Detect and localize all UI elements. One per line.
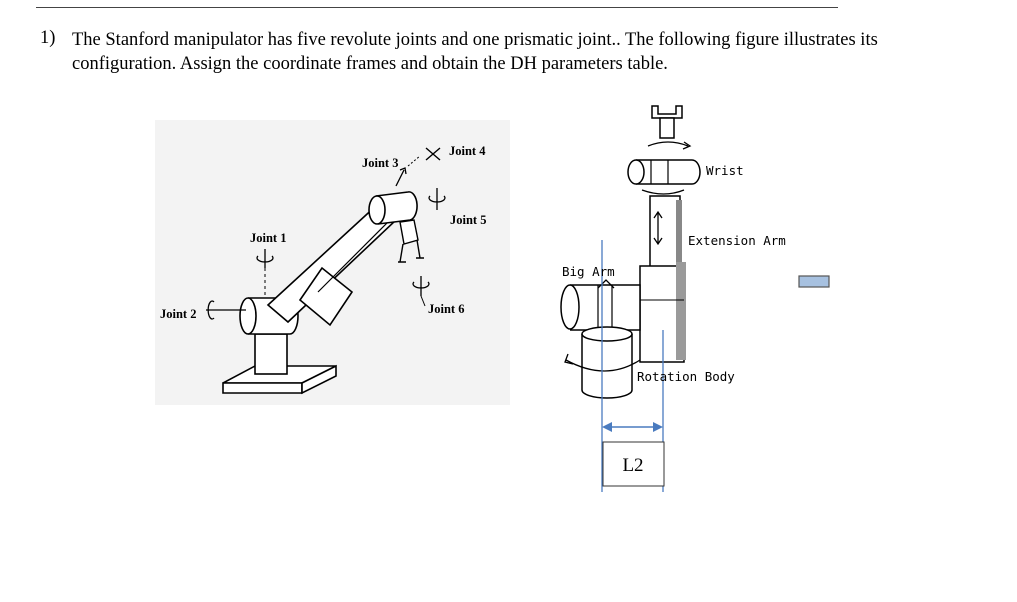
joint1-label: Joint 1 [250, 231, 286, 245]
blue-marker-rectangle [798, 275, 830, 288]
joint2-label: Joint 2 [160, 307, 196, 321]
right-gripper-stem [659, 117, 675, 139]
dimension-label: L2 [622, 455, 643, 476]
joint5-rotation-icon [428, 188, 446, 210]
dimension-arrowhead-right [653, 422, 663, 432]
extension-arm [649, 195, 681, 269]
right-figure: L2 Wrist Extension Arm Big Arm Rotation … [560, 105, 786, 492]
joint3-arrowhead [399, 167, 407, 175]
joint5-label: Joint 5 [450, 213, 486, 227]
base-plate-edge [222, 382, 303, 394]
big-arm-label: Big Arm [562, 264, 615, 279]
rotation-body-label: Rotation Body [637, 369, 735, 384]
joint3-label: Joint 3 [362, 156, 398, 170]
base-column [254, 333, 288, 375]
wrist-top-rotation-icon [647, 141, 689, 147]
question-text: The Stanford manipulator has five revolu… [72, 28, 1002, 76]
right-wrist-cylinder-end [627, 159, 645, 185]
rotation-body-rotation-icon [565, 359, 641, 372]
joint2-cylinder-end [239, 297, 257, 335]
rotation-arrowhead [564, 353, 574, 365]
big-arm-shade [676, 262, 686, 360]
wrist-cylinder-end [368, 195, 386, 225]
top-rule [36, 7, 838, 8]
arm-block [298, 266, 354, 327]
question-line-1: The Stanford manipulator has five revolu… [72, 30, 878, 50]
joint6-label: Joint 6 [428, 302, 464, 316]
base-plate-side [301, 364, 337, 395]
joint6-rotation-icon [412, 276, 430, 296]
joint1-rotation-icon [256, 249, 274, 268]
wrist-top-arrowhead [682, 141, 692, 150]
joint4-label: Joint 4 [449, 144, 486, 158]
big-arm-pitch-icon [597, 279, 615, 289]
extension-arm-shade [676, 200, 682, 266]
rotation-body-top [581, 326, 633, 342]
shoulder-cylinder [570, 284, 641, 331]
dimension-label-box [602, 441, 665, 487]
joint2-rotation-icon [206, 300, 246, 320]
extension-arm-label: Extension Arm [688, 233, 786, 248]
joint6-leader [420, 295, 426, 307]
joint4-rotation-icon [425, 147, 441, 161]
dimension-arrowhead-left [602, 422, 612, 432]
question-line-2: configuration. Assign the coordinate fra… [72, 54, 668, 74]
extension-double-arrow-icon [653, 210, 663, 246]
joint3-arrow-icon [395, 169, 405, 187]
arm-edge [317, 221, 389, 293]
right-gripper [651, 105, 683, 119]
wrist-bottom-rotation-icon [641, 189, 685, 195]
left-figure: Joint 3 Joint 4 Joint 5 Joint 1 Joint 2 … [155, 120, 510, 405]
question-number: 1) [40, 28, 56, 48]
gripper-body [399, 219, 419, 245]
rotation-body [581, 334, 633, 399]
gripper-fingers [398, 239, 424, 263]
joint3-axis-line [407, 155, 421, 167]
wrist-label: Wrist [706, 163, 744, 178]
wrist-cylinder [375, 191, 418, 225]
shoulder-cylinder-end [560, 284, 580, 330]
